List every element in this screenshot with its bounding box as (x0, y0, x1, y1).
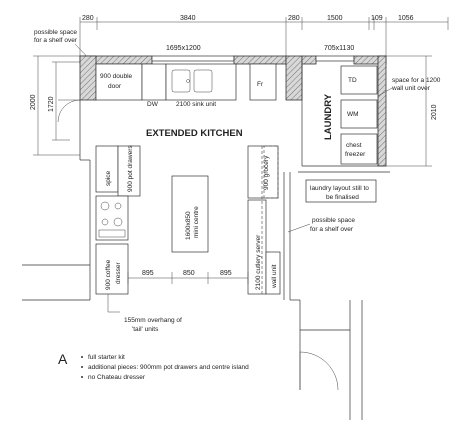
dim-bottom-1: 895 (142, 270, 154, 277)
fridge[interactable] (249, 63, 277, 101)
laundry-note-2: be finalised (326, 194, 359, 201)
sink-bowl-2 (193, 69, 213, 93)
burner-icon-1 (100, 201, 110, 211)
dim-bottom-2: 850 (183, 270, 195, 277)
bottom-dimension-line: 895 850 895 (127, 270, 249, 284)
laundry-title: LAUNDRY (323, 93, 334, 140)
wm-label: WM (347, 111, 359, 118)
island-label-1: 1600x850 (185, 211, 192, 240)
dw-label: DW (147, 101, 159, 108)
coffee-dresser-unit[interactable] (95, 243, 129, 295)
legend-bullet-3 (81, 376, 83, 378)
door-swing-right (299, 351, 339, 391)
laundry-note-1: laundry layout still to (310, 185, 369, 192)
legend-bullet-2 (81, 366, 83, 368)
sink-bowl-1 (171, 69, 191, 93)
shelf-note-line-2: for a shelf over (34, 37, 78, 44)
window-2 (315, 55, 355, 62)
left-dimension-lines: 2000 1720 (30, 55, 80, 156)
kitchen-title: EXTENDED KITCHEN (146, 128, 243, 139)
legend-symbol: A (58, 351, 68, 367)
double-door-label-1: 900 double (100, 73, 133, 80)
dim-top-4: 1500 (327, 15, 343, 22)
cooktop-unit[interactable] (95, 195, 129, 241)
fridge-label: Fr (257, 81, 264, 88)
dim-bottom-3: 895 (220, 270, 232, 277)
overhang-note-1: 155mm overhang of (124, 317, 182, 324)
window-1-label: 1695x1200 (166, 45, 201, 52)
dim-left-1720: 1720 (48, 96, 55, 112)
dim-top-1: 280 (82, 15, 94, 22)
window-1 (151, 55, 235, 62)
shelf-note-line-1: possible space (34, 29, 77, 36)
washing-machine[interactable] (340, 99, 378, 129)
legend-bullet-1 (81, 356, 83, 358)
coffee-dresser-label-1: 900 coffee (105, 259, 112, 290)
centre-island[interactable] (171, 175, 209, 253)
wall-unit[interactable] (265, 251, 281, 295)
cutlery-label: 2100 cutlery server (255, 234, 262, 290)
spice-label: spice (105, 170, 112, 186)
legend: A full starter kit additional pieces: 90… (58, 351, 249, 381)
chest-freezer[interactable] (340, 133, 378, 165)
dim-left-2000: 2000 (30, 94, 37, 110)
dim-top-6: 1056 (398, 15, 414, 22)
legend-item-1: full starter kit (88, 354, 125, 361)
dim-right-2010: 2010 (431, 104, 438, 120)
sink-unit[interactable] (165, 63, 237, 101)
burner-icon-4 (113, 217, 123, 227)
wall-unit-note-1: space for a 1200 (392, 77, 441, 84)
shelf-note-right-2: for a shelf over (310, 226, 354, 233)
shelf-note-right-1: possible space (312, 217, 355, 224)
tap-icon (186, 79, 190, 83)
sink-label: 2100 sink unit (176, 101, 216, 108)
chest-label-2: freezer (345, 151, 366, 158)
oven-icon (98, 229, 126, 238)
island-label-2: mini centre (193, 206, 200, 238)
tumble-dryer[interactable] (340, 65, 378, 95)
dim-top-5: 109 (371, 15, 383, 22)
wall-unit-note-2: wall unit over (391, 85, 431, 92)
double-door-unit[interactable] (95, 63, 143, 101)
dishwasher[interactable] (141, 63, 167, 101)
dim-top-2: 3840 (180, 15, 196, 22)
window-2-label: 705x1130 (324, 45, 354, 52)
legend-item-3: no Chateau dresser (88, 374, 146, 381)
top-wall-laundry-left (301, 55, 317, 65)
grocery-label: 900 grocery (263, 155, 270, 190)
td-label: TD (348, 77, 357, 84)
top-wall-mid (233, 55, 287, 65)
coffee-dresser-label-2: dresser (115, 261, 122, 284)
wall-unit-label: wall unit (271, 264, 278, 289)
legend-item-2: additional pieces: 900mm pot drawers and… (88, 364, 249, 371)
grocery-outline (263, 145, 279, 199)
double-door-label-2: door (108, 83, 122, 90)
top-dimension-line: 280 3840 280 1500 109 1056 (79, 15, 449, 56)
burner-icon-2 (114, 202, 122, 210)
chest-label-1: chest (346, 142, 362, 149)
cutlery-server-unit[interactable] (247, 199, 267, 295)
dim-top-3: 280 (288, 15, 300, 22)
laundry-layout-note-box (305, 179, 377, 203)
top-wall-pillar (285, 55, 303, 101)
pot-drawers-label: 900 pot drawers (127, 145, 134, 192)
left-wall-upper (79, 55, 97, 101)
overhang-note-2: 'tail' units (132, 326, 159, 333)
grocery-unit[interactable] (247, 145, 279, 199)
burner-icon-3 (101, 218, 109, 226)
pot-drawers-unit[interactable] (117, 145, 141, 197)
laundry-wall-right (377, 55, 387, 167)
door-swing-left (57, 99, 81, 123)
